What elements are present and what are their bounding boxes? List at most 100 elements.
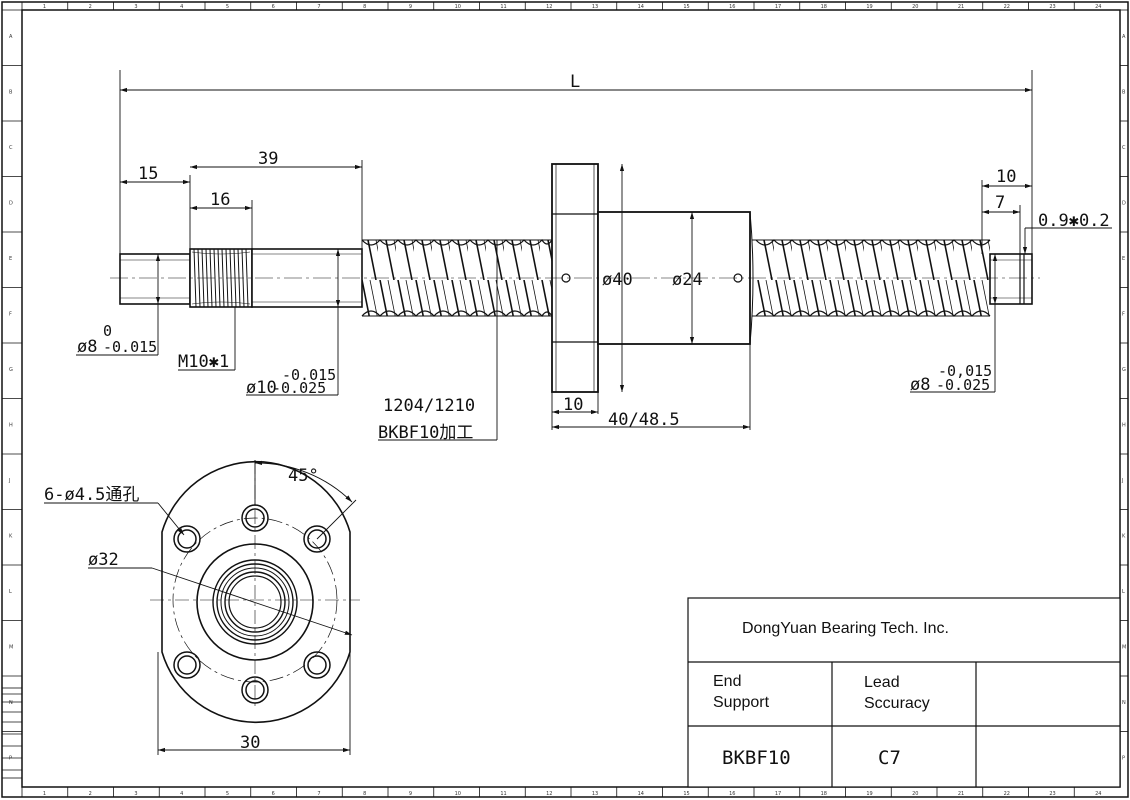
column-label: 12 — [546, 4, 552, 10]
column-label: 14 — [638, 791, 644, 797]
dim-right-end-tol-lower: -0.025 — [936, 376, 990, 394]
dim-right-end-dia: ø8 — [910, 375, 930, 395]
col1-header-line2: Support — [713, 694, 770, 711]
column-label: 5 — [226, 791, 229, 797]
dim-end-machining: BKBF10加工 — [378, 423, 473, 443]
col2-header-line1: Lead — [864, 674, 900, 691]
column-label: 24 — [1095, 791, 1101, 797]
col1-header-line1: End — [713, 673, 741, 690]
row-label: D — [1122, 200, 1126, 206]
column-label: 17 — [775, 791, 781, 797]
row-label: A — [1122, 34, 1126, 40]
column-label: 3 — [134, 4, 137, 10]
dim-thread-length: 16 — [210, 190, 230, 210]
row-label: B — [1122, 89, 1126, 95]
column-label: 7 — [317, 791, 320, 797]
column-label: 9 — [409, 791, 412, 797]
flange-end-view — [150, 460, 360, 724]
row-label: N — [9, 700, 13, 706]
row-label: A — [9, 34, 13, 40]
dim-shaft-tol-upper: -0.015 — [282, 366, 336, 384]
column-label: 23 — [1049, 4, 1055, 10]
row-label: M — [9, 644, 13, 650]
dim-bolt-circle-dia: ø32 — [88, 550, 119, 570]
flange-outline — [161, 460, 351, 724]
row-label: H — [9, 422, 13, 428]
column-label: 2 — [89, 791, 92, 797]
row-label: M — [1122, 644, 1126, 650]
dim-thread-spec: M10✱1 — [178, 352, 229, 372]
column-label: 12 — [546, 791, 552, 797]
title-block-texts: DongYuan Bearing Tech. Inc. End Support … — [713, 620, 949, 769]
dim-groove-spec: 0.9✱0.2 — [1038, 211, 1110, 231]
column-label: 8 — [363, 4, 366, 10]
column-label: 3 — [134, 791, 137, 797]
column-label: 18 — [821, 791, 827, 797]
column-label: 10 — [455, 4, 461, 10]
dim-left-end-tol-upper: 0 — [103, 322, 112, 340]
row-label: L — [1122, 589, 1125, 595]
dim-flange-angle: 45° — [288, 466, 319, 486]
dim-left-end-length: 15 — [138, 164, 158, 184]
row-label: J — [1121, 478, 1123, 484]
dim-flange-holes: 6-ø4.5通孔 — [44, 485, 139, 505]
row-label: J — [8, 478, 10, 484]
row-label: E — [9, 256, 12, 262]
column-label: 22 — [1004, 791, 1010, 797]
dim-right-end-length: 10 — [996, 167, 1016, 187]
dim-shaft-tol-lower: -0.025 — [272, 379, 326, 397]
row-label: C — [9, 145, 13, 151]
left-end-journal — [119, 253, 191, 305]
row-label: C — [1122, 145, 1126, 151]
row-label: F — [9, 311, 12, 317]
company-name: DongYuan Bearing Tech. Inc. — [742, 620, 949, 637]
dim-nut-length: 40/48.5 — [608, 410, 680, 430]
row-label: D — [9, 200, 13, 206]
dim-flange-dia: ø40 — [602, 270, 633, 290]
column-label: 16 — [729, 4, 735, 10]
column-label: 17 — [775, 4, 781, 10]
row-label: H — [1122, 422, 1126, 428]
revision-strip — [1, 687, 23, 779]
column-label: 13 — [592, 4, 598, 10]
column-label: 24 — [1095, 4, 1101, 10]
column-label: 20 — [912, 4, 918, 10]
row-label: P — [1122, 755, 1125, 761]
row-label: K — [9, 533, 13, 539]
row-label: F — [1122, 311, 1125, 317]
row-label: K — [1122, 533, 1126, 539]
dim-left-end-dia: ø8 — [77, 337, 97, 357]
row-label: L — [9, 589, 12, 595]
dimension-lines — [76, 70, 1112, 441]
end-view-dimensions — [44, 460, 357, 755]
column-label: 10 — [455, 791, 461, 797]
dim-overall-length: L — [570, 72, 580, 92]
title-block — [687, 597, 1121, 788]
right-end-journal — [989, 253, 1033, 305]
column-label: 20 — [912, 791, 918, 797]
dim-nut-model: 1204/1210 — [383, 396, 475, 416]
column-label: 15 — [683, 4, 689, 10]
bolt-holes — [173, 504, 331, 704]
dim-left-section-length: 39 — [258, 149, 278, 169]
column-label: 21 — [958, 4, 964, 10]
end-view-texts: 45° 6-ø4.5通孔 ø32 30 — [44, 466, 319, 753]
dim-flange-width: 10 — [563, 395, 583, 415]
column-label: 13 — [592, 791, 598, 797]
column-label: 4 — [180, 4, 183, 10]
column-label: 1 — [43, 791, 46, 797]
column-label: 7 — [317, 4, 320, 10]
dim-left-end-tol-lower: -0.015 — [103, 338, 157, 356]
column-label: 5 — [226, 4, 229, 10]
row-label: G — [9, 367, 13, 373]
row-label: G — [1122, 367, 1126, 373]
column-label: 11 — [500, 791, 506, 797]
column-label: 6 — [272, 791, 275, 797]
column-label: 16 — [729, 791, 735, 797]
dimension-texts: L 15 39 16 0 ø8 -0.015 M10✱1 -0.015 ø10 … — [77, 72, 1110, 443]
